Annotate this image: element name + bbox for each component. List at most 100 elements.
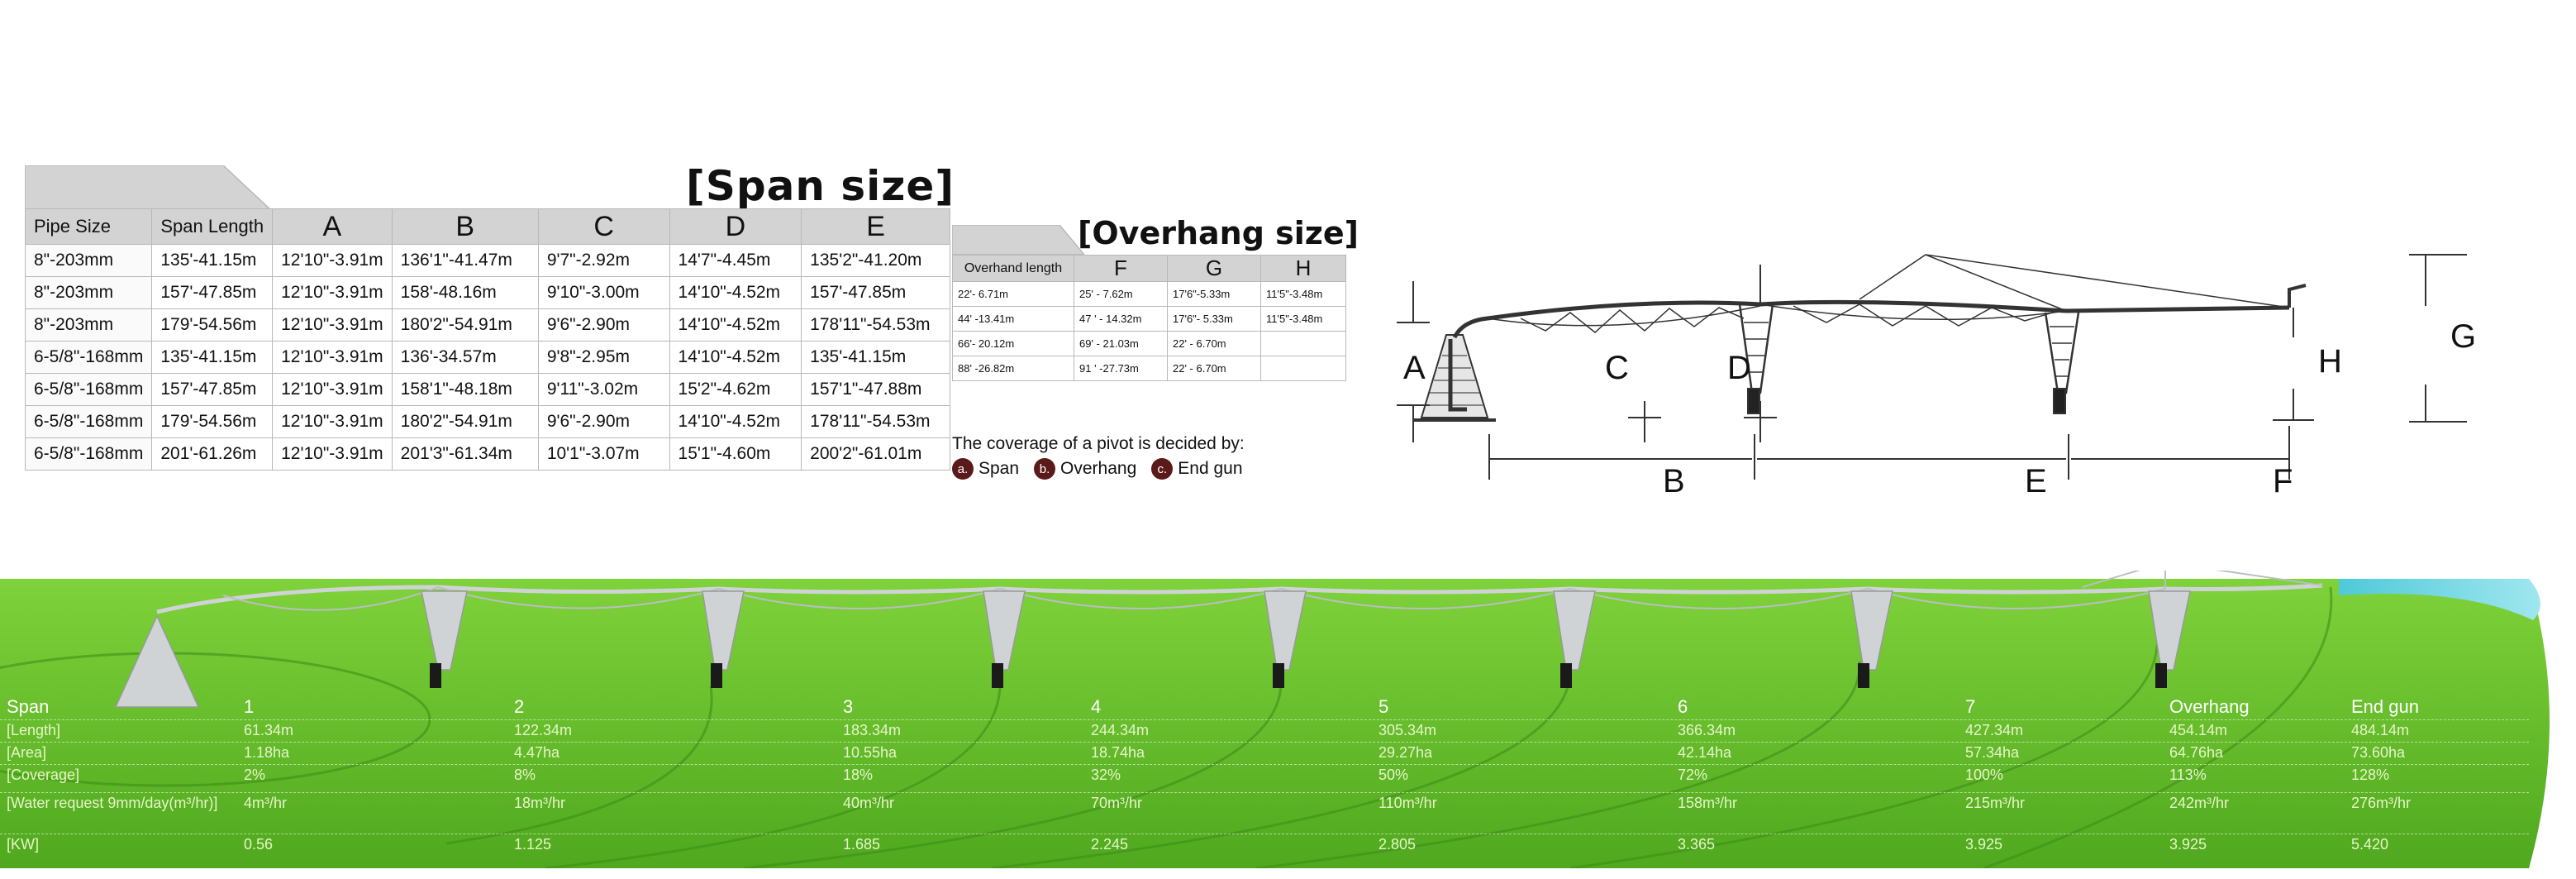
coverage-item-span: a. Span [952,458,1019,480]
table-cell: 157'-47.85m [801,276,950,309]
kw-value: 1.685 [843,836,881,853]
table-cell: 8"-203mm [24,276,153,309]
table-cell: 178'11"-54.53m [801,405,950,438]
coverage-item-overhang: b. Overhang [1034,458,1136,480]
table-cell: 8"-203mm [24,244,153,277]
length-value: 484.14m [2351,722,2410,738]
area-value: 64.76ha [2169,744,2224,761]
length-value: 427.34m [1965,722,2024,738]
table-cell: 135'2"-41.20m [801,244,950,277]
field-illustration [0,571,2550,868]
overhang-table-tab-shape [952,225,1084,256]
coverage-value: 2% [244,767,266,783]
water-value: 242m³/hr [2169,795,2230,811]
table-cell: 44' -13.41m [952,306,1074,332]
water-value: 158m³/hr [1678,795,1738,811]
area-value: 18.74ha [1091,744,1145,761]
span-number: 4 [1091,696,1102,717]
overhang-table-header-row: Overhand length F G H [952,255,1346,282]
table-cell: 91 ' -27.73m [1074,356,1168,381]
table-cell: 9'8"-2.95m [537,341,670,374]
col-header-a: A [272,208,393,245]
table-cell: 14'10"-4.52m [669,276,802,309]
kw-value: 3.925 [1965,836,2003,853]
field-row-water-request: [Water request 9mm/day(m³/hr)] 4m³/hr 18… [0,792,2529,811]
area-value: 1.18ha [244,744,290,761]
table-cell: 136'-34.57m [391,341,539,374]
length-value: 366.34m [1678,722,1736,738]
table-cell: 22'- 6.71m [952,281,1074,307]
dim-label-b: B [1663,463,1685,499]
coverage-note: The coverage of a pivot is decided by: [952,434,1245,453]
table-cell: 180'2"-54.91m [391,308,539,342]
table-cell: 12'10"-3.91m [272,373,393,406]
col-header-pipe-size: Pipe Size [24,208,153,245]
span-table-tab-shape [25,165,273,213]
table-cell: 6-5/8"-168mm [24,437,153,471]
row-label: [Coverage] [7,767,80,783]
length-value: 122.34m [514,722,573,738]
col-header-d: D [669,208,802,245]
coverage-items: a. Span b. Overhang c. End gun [952,458,1243,480]
table-cell: 178'11"-54.53m [801,308,950,342]
table-cell: 66'- 20.12m [952,331,1074,356]
coverage-item-label: Overhang [1060,459,1137,478]
coverage-badge: a. [952,458,974,480]
table-cell: 135'-41.15m [151,341,274,374]
table-cell: 158'1"-48.18m [391,373,539,406]
dim-label-g: G [2450,318,2476,355]
table-cell: 47 ' - 14.32m [1074,306,1168,332]
water-value: 18m³/hr [514,795,566,811]
table-cell: 9'11"-3.02m [537,373,670,406]
table-cell: 136'1"-41.47m [391,244,539,277]
field-coverage-panel: Span 1 2 3 4 5 6 7 Overhang End gun [Len… [0,571,2576,868]
kw-value: 0.56 [244,836,274,853]
row-label: [Water request 9mm/day(m³/hr)] [7,795,218,811]
water-value: 276m³/hr [2351,795,2412,811]
span-number: Overhang [2169,696,2250,717]
table-cell [1260,356,1346,381]
length-value: 61.34m [244,722,294,738]
length-value: 244.34m [1091,722,1150,738]
coverage-value: 72% [1678,767,1708,783]
coverage-value: 113% [2169,767,2207,783]
table-cell: 12'10"-3.91m [272,405,393,438]
kw-value: 3.925 [2169,836,2207,853]
water-value: 215m³/hr [1965,795,2026,811]
length-value: 183.34m [843,722,902,738]
table-cell: 22' - 6.70m [1167,331,1261,356]
col-header-c: C [537,208,670,245]
span-number: 5 [1378,696,1389,717]
coverage-value: 100% [1965,767,2004,783]
dim-label-c: C [1605,350,1629,386]
span-number: End gun [2351,696,2419,717]
table-cell: 11'5"-3.48m [1260,281,1346,307]
table-cell: 179'-54.56m [151,405,274,438]
col-header-b: B [391,208,539,245]
kw-value: 3.365 [1678,836,1716,853]
col-header-h: H [1260,255,1346,282]
col-header-span-length: Span Length [151,208,274,245]
span-number: 6 [1678,696,1688,717]
table-cell: 9'7"-2.92m [537,244,670,277]
coverage-item-label: End gun [1178,459,1243,478]
water-value: 110m³/hr [1378,795,1437,811]
coverage-item-end-gun: c. End gun [1151,458,1243,480]
overhang-size-title: [Overhang size] [1078,215,1359,251]
table-cell: 157'-47.85m [151,373,274,406]
span-number: 3 [843,696,854,717]
table-cell: 9'6"-2.90m [537,405,670,438]
coverage-value: 18% [843,767,874,783]
table-cell: 180'2"-54.91m [391,405,539,438]
coverage-badge: c. [1151,458,1174,480]
kw-value: 2.245 [1091,836,1129,853]
table-cell: 17'6"- 5.33m [1167,306,1261,332]
area-value: 10.55ha [843,744,898,761]
table-cell: 157'-47.85m [151,276,274,309]
